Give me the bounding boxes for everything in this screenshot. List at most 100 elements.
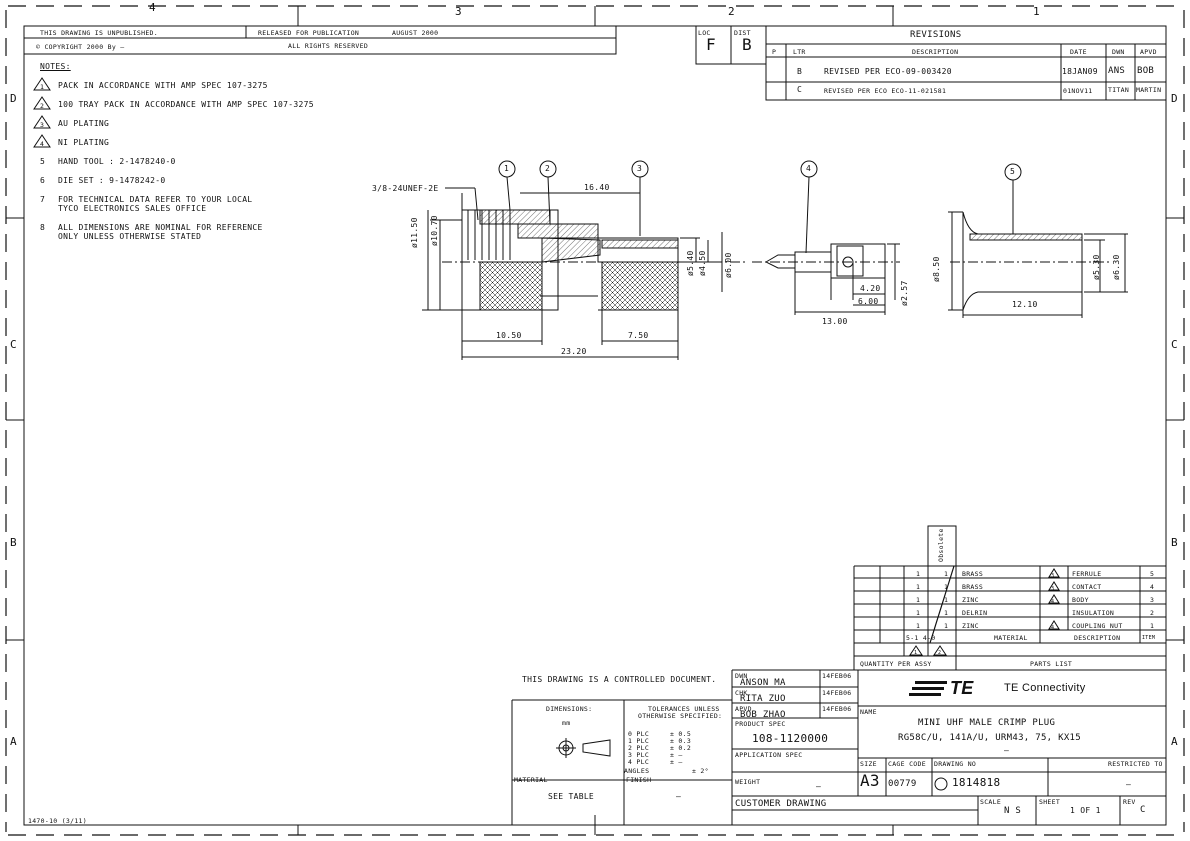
dim-dia-6-30: ø6.30 bbox=[1112, 254, 1121, 280]
pl-row2-description: INSULATION bbox=[1072, 609, 1115, 617]
balloon-4-label: 4 bbox=[806, 164, 812, 173]
dim-6-00: 6.00 bbox=[858, 297, 879, 306]
tolerances-label: TOLERANCES UNLESS bbox=[648, 705, 720, 713]
note-7-num: 7 bbox=[40, 195, 46, 204]
title-line-2: RG58C/U, 141A/U, URM43, 75, KX15 bbox=[898, 733, 1081, 743]
pl-row5-q2: 1 bbox=[916, 570, 921, 578]
chk-label: CHK bbox=[735, 689, 748, 697]
note-8-text2: ONLY UNLESS OTHERWISE STATED bbox=[58, 232, 202, 241]
rev-col-description: DESCRIPTION bbox=[912, 48, 959, 56]
dim-dia-2-57: ø2.57 bbox=[900, 280, 909, 306]
tol-4plc: 4 PLC bbox=[628, 758, 650, 766]
dim-dia-4-50: ø4.50 bbox=[698, 250, 707, 276]
tol-2plc-val: ± 0.2 bbox=[670, 744, 692, 752]
pl-row2-q2: 1 bbox=[916, 609, 921, 617]
finish-label: FINISH bbox=[626, 776, 652, 784]
pl-parts-list-label: PARTS LIST bbox=[1030, 660, 1073, 668]
dwn-label: DWN bbox=[735, 672, 748, 680]
pl-row1-q2: 1 bbox=[916, 622, 921, 630]
tol-1plc: 1 PLC bbox=[628, 737, 650, 745]
zone-col-1: 1 bbox=[1033, 5, 1040, 18]
copyright-line: © COPYRIGHT 2000 By – bbox=[36, 43, 125, 51]
pl-row4-description: CONTACT bbox=[1072, 583, 1102, 591]
zone-row-b-right: B bbox=[1171, 536, 1178, 549]
title-block-grid bbox=[511, 669, 1166, 825]
release-date: AUGUST 2000 bbox=[392, 29, 439, 37]
rev-row-c-dwn: TITAN bbox=[1108, 86, 1130, 94]
product-spec-value: 108-1120000 bbox=[752, 732, 829, 745]
angles-label: ANGLES bbox=[624, 767, 650, 775]
rev-col-date: DATE bbox=[1070, 48, 1087, 56]
pl-row5-material: BRASS bbox=[962, 570, 984, 578]
finish-value: – bbox=[676, 792, 682, 801]
pl-row3-q2: 1 bbox=[916, 596, 921, 604]
company-name: TE Connectivity bbox=[1004, 682, 1086, 694]
pl-row5-flag: 3 bbox=[1051, 573, 1055, 579]
tol-0plc-val: ± 0.5 bbox=[670, 730, 692, 738]
pl-material-header: MATERIAL bbox=[994, 634, 1028, 642]
pl-row3-description: BODY bbox=[1072, 596, 1089, 604]
rev-label: REV bbox=[1123, 798, 1136, 806]
note-3-flag: 3 bbox=[40, 121, 45, 129]
weight-label: WEIGHT bbox=[735, 778, 761, 786]
pl-row1-q3: 1 bbox=[944, 622, 949, 630]
dim-16-40: 16.40 bbox=[584, 183, 610, 192]
customer-drawing: CUSTOMER DRAWING bbox=[735, 799, 827, 809]
dwn-name: ANSON MA bbox=[740, 678, 786, 688]
pl-row5-description: FERRULE bbox=[1072, 570, 1102, 578]
sheet-label: SHEET bbox=[1039, 798, 1061, 806]
note-7-text2: TYCO ELECTRONICS SALES OFFICE bbox=[58, 204, 207, 213]
dist-label: DIST bbox=[734, 29, 751, 37]
pl-row3-material: ZINC bbox=[962, 596, 979, 604]
rev-row-b-dwn: ANS bbox=[1108, 66, 1126, 76]
zone-col-2: 2 bbox=[728, 5, 735, 18]
angles-val: ± 2° bbox=[692, 767, 709, 775]
zone-row-a-right: A bbox=[1171, 735, 1178, 748]
pl-row5-item: 5 bbox=[1150, 570, 1155, 578]
rev-row-b-apvd: BOB bbox=[1137, 66, 1155, 76]
zone-row-c-left: C bbox=[10, 338, 17, 351]
pl-row2-q3: 1 bbox=[944, 609, 949, 617]
pl-row4-item: 4 bbox=[1150, 583, 1155, 591]
copyright-icon: © bbox=[36, 43, 41, 51]
form-number: 1470-10 (3/11) bbox=[28, 817, 87, 825]
note-4-flag: 4 bbox=[40, 140, 45, 148]
chk-date: 14FEB06 bbox=[822, 689, 852, 697]
zone-border bbox=[5, 5, 1185, 836]
note-3-text: AU PLATING bbox=[58, 119, 110, 128]
rev-row-c-ltr: C bbox=[797, 85, 803, 94]
dim-dia-10-70: ø10.70 bbox=[430, 215, 439, 246]
tol-4plc-val: ± – bbox=[670, 758, 683, 766]
tol-2plc: 2 PLC bbox=[628, 744, 650, 752]
balloon-5-label: 5 bbox=[1010, 167, 1016, 176]
zone-row-b-left: B bbox=[10, 536, 17, 549]
dim-dia-5-40: ø5.40 bbox=[686, 250, 695, 276]
rights-reserved: ALL RIGHTS RESERVED bbox=[288, 42, 369, 50]
parts-list-grid bbox=[853, 525, 1166, 671]
dim-23-20: 23.20 bbox=[561, 347, 587, 356]
drawing-no-label: DRAWING NO bbox=[934, 760, 977, 768]
pl-description-header: DESCRIPTION bbox=[1074, 634, 1121, 642]
tol-3plc-val: ± – bbox=[670, 751, 683, 759]
loc-value: F bbox=[706, 35, 716, 54]
rev-row-b-date: 18JAN09 bbox=[1062, 67, 1098, 76]
material-value: SEE TABLE bbox=[548, 792, 595, 801]
pl-row3-item: 3 bbox=[1150, 596, 1155, 604]
rev-row-c-description: REVISED PER ECO ECO-11-021581 bbox=[824, 87, 947, 95]
tol-0plc: 0 PLC bbox=[628, 730, 650, 738]
note-6-num: 6 bbox=[40, 176, 46, 185]
balloon-1-label: 1 bbox=[504, 164, 510, 173]
chk-name: RITA ZUO bbox=[740, 694, 786, 704]
pl-flag-2: 2 bbox=[938, 650, 942, 656]
pl-row4-material: BRASS bbox=[962, 583, 984, 591]
zone-col-3: 3 bbox=[455, 5, 462, 18]
cage-code-value: 00779 bbox=[888, 779, 917, 789]
note-8-num: 8 bbox=[40, 223, 46, 232]
note-1-text: PACK IN ACCORDANCE WITH AMP SPEC 107-327… bbox=[58, 81, 268, 90]
controlled-document: THIS DRAWING IS A CONTROLLED DOCUMENT. bbox=[522, 675, 717, 684]
rev-row-c-apvd: MARTIN bbox=[1136, 86, 1162, 94]
apvd-name: BOB ZHAO bbox=[740, 710, 786, 720]
notes-title: NOTES: bbox=[40, 62, 71, 71]
revisions-title: REVISIONS bbox=[910, 30, 962, 40]
apvd-label: APVD bbox=[735, 705, 752, 713]
